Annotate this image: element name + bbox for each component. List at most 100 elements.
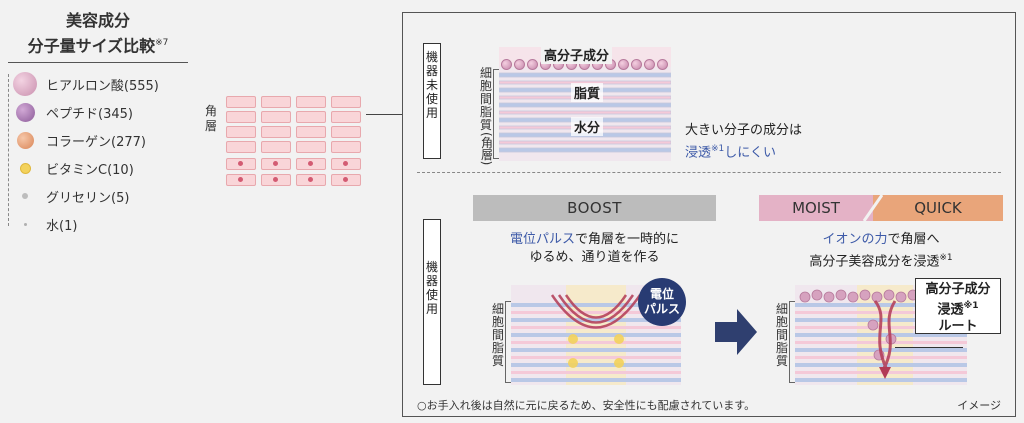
water-label: 水分 [571,117,604,136]
legend-item-water: 水(1) [10,212,77,236]
cell-nucleated [226,174,256,186]
cell-nucleated [261,158,291,170]
boost-bracket [505,301,511,383]
cell [261,141,291,153]
route-line2-text: 浸透 [937,302,964,318]
collagen-dot-icon [16,131,34,149]
cell [226,126,256,138]
info-line2-note: ※1 [711,144,725,154]
cell-nucleated [331,158,361,170]
molecule-dot [501,59,512,70]
glycerin-dot-icon [22,193,28,199]
legend-title-line2-wrap: 分子量サイズ比較※7 [8,32,188,57]
moist-mode-bar: MOIST [759,195,873,221]
hyaluronic-acid-dot-icon [13,72,37,96]
mode-slash-divider [863,195,883,221]
top-lipid-side-label: 細胞間脂質(角層) [479,66,494,168]
legend-item-collagen: コラーゲン(277) [10,128,146,152]
boost-lipid-layers-graphic [511,285,681,385]
route-pointer-line [895,347,963,348]
boost-skin-layers [511,285,681,385]
vitamin-c-dot-icon [19,162,31,174]
legend-label: 水(1) [46,218,78,234]
image-note: イメージ [957,399,1001,412]
quick-lipid-side-label: 細胞間脂質 [775,302,788,368]
legend-label: ペプチド(345) [46,106,133,122]
peptide-dot-icon [15,102,35,122]
cell [331,126,361,138]
quick-bracket [789,301,795,383]
legend-label: コラーゲン(277) [46,134,146,150]
boost-caption: 電位パルスで角層を一時的に ゆるめ、通り道を作る [473,231,716,267]
pulse-line1: 電位 [649,287,674,301]
device-used-label-text: 機器使用 [425,260,438,316]
quick-mode-bar: QUICK [873,195,1003,221]
quick-caption-line2-text: 高分子美容成分を浸透 [809,254,940,270]
quick-caption-line2: 高分子美容成分を浸透※1 [759,249,1003,271]
cell [261,96,291,108]
quick-caption-b: で角層へ [887,232,940,247]
section-divider [417,172,1001,173]
molecule-dot [527,59,538,70]
pulse-line2: パルス [643,302,680,316]
cell-nucleated [296,174,326,186]
molecule-dot [618,59,629,70]
boost-caption-b: で角層を一時的に [575,232,680,247]
info-line2-a: 浸透 [685,145,712,161]
legend-item-hyaluronic-acid: ヒアルロン酸(555) [10,72,159,96]
cell [226,141,256,153]
route-line1: 高分子成分 [925,282,991,297]
molecule-dot [657,59,668,70]
legend-title-line2: 分子量サイズ比較 [27,36,156,56]
boost-caption-line2: ゆるめ、通り道を作る [529,250,660,265]
safety-footnote: ○お手入れ後は自然に元に戻るため、安全性にも配慮されています。 [417,399,756,412]
cell [261,126,291,138]
top-skin-layers: 高分子成分 脂質 水分 [499,47,671,161]
legend-title: 美容成分 分子量サイズ比較※7 [8,10,188,57]
legend-label: ヒアルロン酸(555) [46,78,159,94]
cell [226,96,256,108]
cell [226,111,256,123]
info-line2-b: しにくい [724,145,777,161]
stratum-label: 角層 [204,104,217,133]
cell [296,96,326,108]
legend-item-peptide: ペプチド(345) [10,100,133,124]
legend-item-vitamin-c: ビタミンC(10) [10,156,134,180]
cell [331,141,361,153]
legend-rule [8,62,188,63]
quick-caption-line1: イオンの力で角層へ [759,231,1003,249]
info-line1: 大きい分子の成分は [685,123,803,138]
molecule-dot [514,59,525,70]
boost-caption-line1: 電位パルスで角層を一時的に [473,231,716,249]
legend-label: ビタミンC(10) [46,162,134,178]
legend-title-line1: 美容成分 [65,11,130,30]
quick-caption-note: ※1 [939,253,953,263]
top-bracket [493,69,499,159]
arrow-right-icon [715,309,757,355]
top-side-label-text: 細胞間脂質 [479,66,492,132]
no-device-label-text: 機器未使用 [425,50,438,120]
lipid-label: 脂質 [571,83,604,102]
cell-nucleated [261,174,291,186]
stratum-cells [226,96,366,188]
cell [296,141,326,153]
cell [331,111,361,123]
legend-dashed-line [8,74,9,226]
top-info-text: 大きい分子の成分は 浸透※1しにくい [685,121,802,162]
route-line2: 浸透※1 [916,298,1000,318]
boost-caption-a: 電位パルス [509,232,575,247]
route-line3: ルート [938,319,978,335]
quick-caption-a: イオンの力 [822,232,888,247]
quick-caption: イオンの力で角層へ 高分子美容成分を浸透※1 [759,231,1003,271]
pulse-badge: 電位 パルス [638,278,686,326]
route-line2-note: ※1 [963,301,979,311]
molecule-dot [644,59,655,70]
cell [296,111,326,123]
comparison-panel: 機器未使用 細胞間脂質(角層) [402,12,1016,417]
device-used-label: 機器使用 [423,219,441,385]
cell [261,111,291,123]
top-side-label-paren: (角層) [479,132,494,166]
boost-mode-bar: BOOST [473,195,716,221]
high-molecule-label: 高分子成分 [541,47,613,64]
cell-nucleated [296,158,326,170]
